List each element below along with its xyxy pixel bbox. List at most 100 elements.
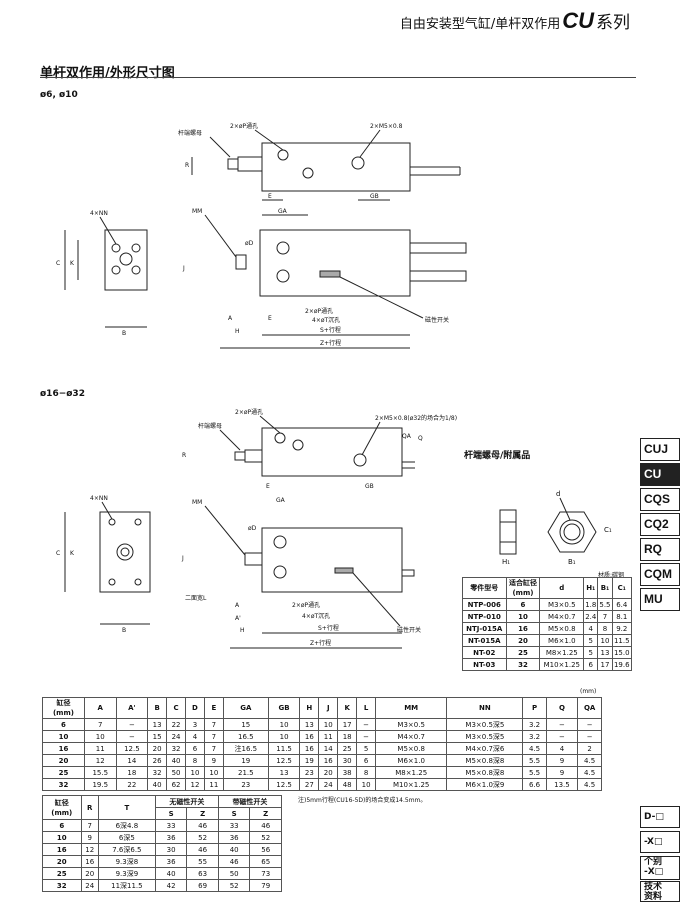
tab-cq2[interactable]: CQ2 [640,513,680,536]
tab-rq[interactable]: RQ [640,538,680,561]
stroke-cell: 16 [80,855,99,868]
stroke-cell: 20 [42,855,82,868]
stroke-header: T [97,795,156,820]
dims-cell: 12.5 [267,778,301,791]
dims-cell: M8×1.25 [375,766,448,779]
dims-cell: 20 [42,754,85,767]
accessory-cell: 6 [505,598,541,611]
accessory-cell: M5×0.8 [539,622,585,635]
accessory-cell: NT-02 [462,646,507,659]
fig2-dim-E: E [266,483,270,490]
stroke-cell: 69 [186,879,219,892]
dims-header: E [203,697,224,719]
tab-mu[interactable]: MU [640,588,680,611]
tab-cuj[interactable]: CUJ [640,438,680,461]
dims-cell: 3 [185,718,205,731]
accessory-cell: 7 [597,610,613,623]
tab-bottom-1[interactable]: -X□ [640,831,680,853]
accessory-cell: NT-015A [462,634,507,647]
dims-cell: 7 [203,730,224,743]
fig2-dim-QA: QA [402,433,412,440]
dims-cell: 24 [318,778,339,791]
dims-cell: 16 [318,754,339,767]
dims-cell: 2 [577,742,602,755]
dims-cell: 23 [299,766,320,779]
accessory-cell: NTJ-015A [462,622,507,635]
stroke-cell: 6深5 [97,831,156,844]
stroke-cell: 36 [154,831,188,844]
dims-cell: 32 [42,778,85,791]
dims-cell: 7 [203,742,224,755]
stroke-cell: 46 [186,819,219,832]
dims-cell: 14 [318,742,339,755]
dims-header: Q [545,697,579,719]
accessory-cell: 6.4 [611,598,633,611]
accessory-cell: 10 [505,610,541,623]
dims-cell: M6×1.0深9 [446,778,524,791]
fig2-label-port: 2×øP通孔 [235,408,263,416]
accessory-title: 杆端螺母/附属品 [464,451,531,461]
dims-cell: 4 [545,742,579,755]
fig2-dim-K: K [70,550,75,557]
tab-bottom-0[interactable]: D-□ [640,806,680,828]
tab-cu[interactable]: CU [640,463,680,486]
dims-cell: 5 [356,742,377,755]
accessory-cell: 15.0 [611,646,633,659]
dims-header: MM [375,697,448,719]
dims-cell: 18 [115,766,149,779]
fig1-drawing: E GA GB 杆端螺母 2×øP通孔 2×M5×0.8 R 4×NN C K … [56,122,467,349]
tab-cqm[interactable]: CQM [640,563,680,586]
stroke-subheader: S [154,807,188,820]
dims-cell: 26 [147,754,168,767]
dims-cell: 10 [83,730,117,743]
tab-cqs[interactable]: CQS [640,488,680,511]
dims-cell: 3.2 [522,730,547,743]
fig1-dim-E2: E [268,315,272,322]
accessory-cell: 20 [505,634,541,647]
dims-cell: 16 [299,730,320,743]
fig1-bore-label: ø6, ø10 [40,90,78,100]
dims-cell: 40 [166,754,186,767]
fig1-dim-J: J [182,265,185,272]
stroke-cell: 52 [186,831,219,844]
dims-cell: − [115,718,149,731]
dims-cell: − [545,730,579,743]
dims-cell: 15.5 [83,766,117,779]
dims-cell: 14 [115,754,149,767]
dims-cell: 11.5 [267,742,301,755]
accessory-cell: NTP-006 [462,598,507,611]
dims-header: QA [577,697,602,719]
nut-dim-H1: H₁ [502,558,510,566]
stroke-cell: 52 [217,879,251,892]
dims-cell: 30 [337,754,358,767]
dims-cell: 40 [147,778,168,791]
accessory-cell: 8 [597,622,613,635]
dims-header: P [522,697,547,719]
accessory-cell: 8.1 [611,610,633,623]
dims-header: B [147,697,168,719]
dims-cell: − [577,718,602,731]
dims-cell: 4.5 [577,754,602,767]
dims-cell: 25 [337,742,358,755]
tab-bottom-2[interactable]: 个别 -X□ [640,856,680,880]
dims-cell: 25 [42,766,85,779]
fig1-dim-C: C [56,260,60,267]
fig2-dim-C: C [56,550,60,557]
dims-cell: 10 [356,778,377,791]
stroke-cell: 6 [42,819,82,832]
fig2-label-port-thread: 2×M5×0.8(ø32的场合为1/8) [375,414,457,422]
tab-bottom-3[interactable]: 技术 资料 [640,881,680,902]
stroke-cell: 6深4.8 [97,819,156,832]
dims-cell: 9 [203,754,224,767]
dims-cell: 3.2 [522,718,547,731]
dims-cell: 19 [299,754,320,767]
dims-cell: 4.5 [522,742,547,755]
stroke-cell: 9.3深9 [97,867,156,880]
